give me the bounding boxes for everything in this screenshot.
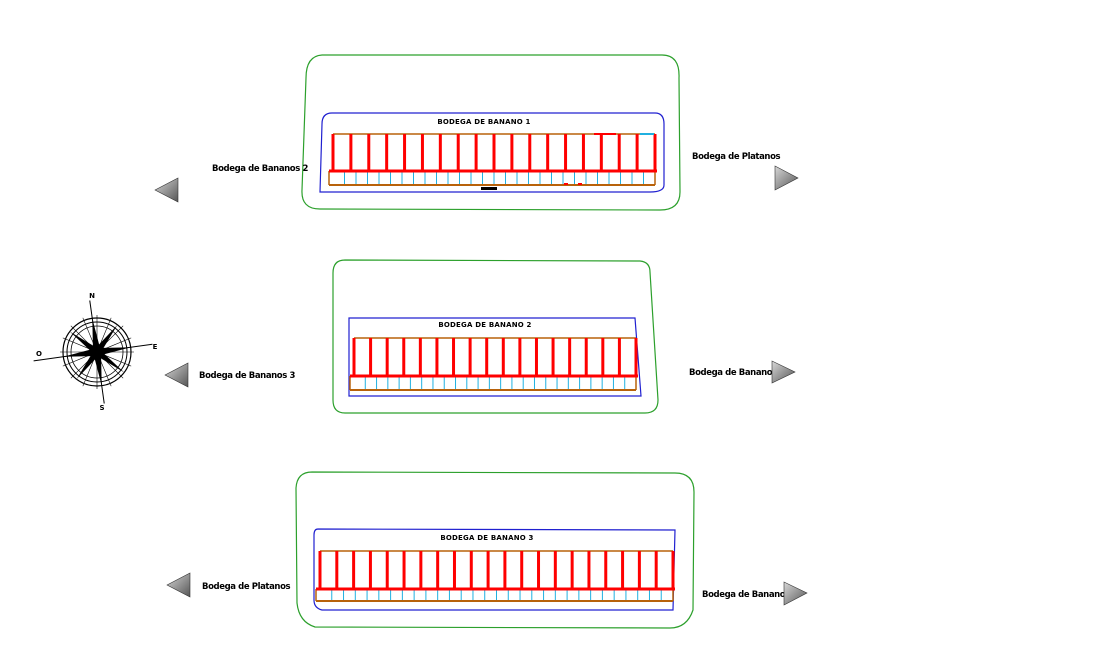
compass-tick bbox=[82, 317, 95, 345]
door-marker bbox=[564, 183, 568, 185]
nav-right-1[interactable]: Bodega de Platanos bbox=[692, 152, 799, 191]
compass-east-label: E bbox=[153, 343, 158, 351]
frame-grid bbox=[349, 337, 638, 391]
nav-right-3[interactable]: Bodega de Bananos 2 bbox=[702, 581, 808, 606]
compass-west-label: O bbox=[36, 350, 42, 358]
frame-grid bbox=[328, 133, 657, 186]
water-tank bbox=[640, 133, 654, 135]
compass-south-label: S bbox=[99, 404, 104, 412]
nav-label[interactable]: Bodega de Bananos 3 bbox=[199, 371, 296, 381]
nav-label[interactable]: Bodega de Platanos bbox=[692, 152, 781, 162]
building-outline bbox=[348, 317, 642, 397]
site-outline bbox=[301, 54, 681, 211]
nav-label[interactable]: Bodega de Bananos 2 bbox=[702, 590, 799, 600]
nav-label[interactable]: Bodega de Bananos 2 bbox=[212, 164, 309, 174]
compass-tick bbox=[99, 317, 112, 345]
warehouse-title: BODEGA DE BANANO 2 bbox=[438, 321, 531, 329]
frame-grid bbox=[315, 550, 675, 602]
office-wall bbox=[594, 133, 616, 135]
nav-left-3[interactable]: Bodega de Platanos bbox=[166, 572, 291, 598]
warehouse-2: BODEGA DE BANANO 2 bbox=[332, 259, 659, 414]
compass-rose-icon: N E S O bbox=[33, 292, 158, 412]
nav-left-1[interactable]: Bodega de Bananos 2 bbox=[154, 164, 309, 203]
arrow-left-icon[interactable] bbox=[154, 177, 179, 203]
warehouse-title: BODEGA DE BANANO 3 bbox=[440, 534, 533, 542]
compass-tick bbox=[99, 359, 112, 387]
nav-label[interactable]: Bodega de Platanos bbox=[202, 582, 291, 592]
warehouse-title: BODEGA DE BANANO 1 bbox=[437, 118, 530, 126]
building-outline bbox=[319, 112, 665, 193]
nav-label[interactable]: Bodega de Bananos 1 bbox=[689, 368, 786, 378]
compass-tick bbox=[104, 354, 132, 367]
compass-tick bbox=[62, 354, 90, 367]
compass-tick bbox=[82, 359, 95, 387]
site-outline bbox=[295, 471, 695, 629]
compass-tick bbox=[104, 337, 132, 350]
compass-tick bbox=[62, 337, 90, 350]
warehouse-3: BODEGA DE BANANO 3 bbox=[295, 471, 695, 629]
compass-north-label: N bbox=[89, 292, 95, 300]
arrow-left-icon[interactable] bbox=[164, 362, 189, 388]
arrow-right-icon[interactable] bbox=[783, 581, 808, 606]
nav-left-2[interactable]: Bodega de Bananos 3 bbox=[164, 362, 296, 388]
arrow-left-icon[interactable] bbox=[166, 572, 191, 598]
warehouse-1: BODEGA DE BANANO 1 bbox=[301, 54, 681, 211]
arrow-right-icon[interactable] bbox=[774, 165, 799, 191]
entrance-marker bbox=[481, 187, 497, 190]
door-marker bbox=[578, 183, 582, 185]
site-outline bbox=[332, 259, 659, 414]
arrow-right-icon[interactable] bbox=[771, 360, 796, 384]
building-outline bbox=[313, 528, 676, 611]
nav-right-2[interactable]: Bodega de Bananos 1 bbox=[689, 360, 796, 384]
